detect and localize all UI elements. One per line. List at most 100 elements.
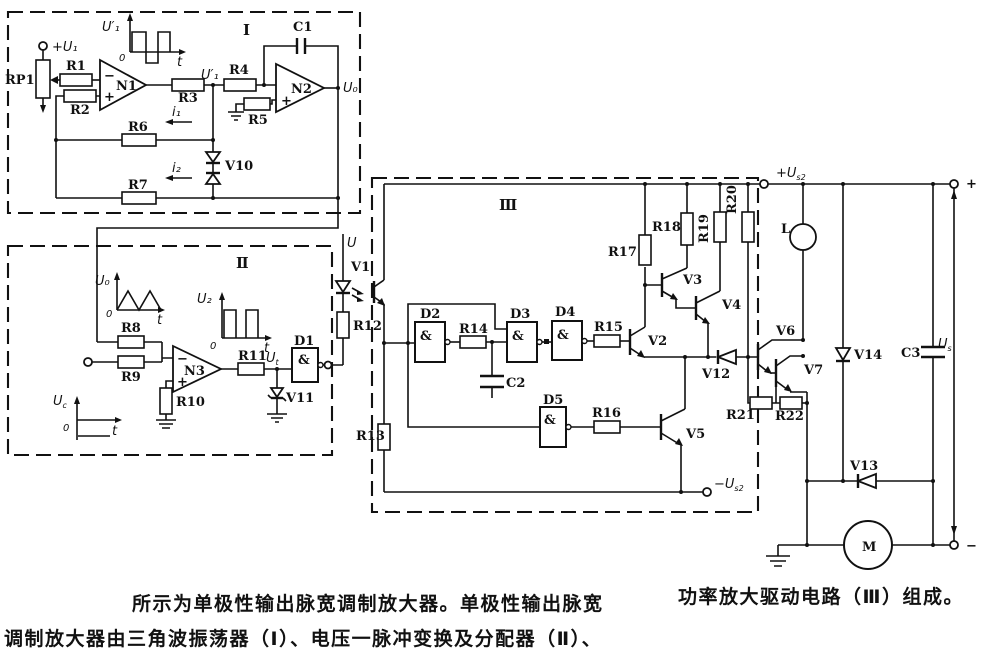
d4-amp: & xyxy=(557,328,569,343)
v6-label: V6 xyxy=(775,324,795,339)
input-terminal-uc xyxy=(83,357,118,367)
resistor-r4: R4 xyxy=(223,63,276,92)
c2-label: C2 xyxy=(506,376,525,391)
waveform-u2-pulses: U₂ 0 t xyxy=(197,292,272,356)
v7-label: V7 xyxy=(803,363,823,378)
resistor-r1: R1 xyxy=(59,59,100,87)
d3-label: D3 xyxy=(510,307,530,322)
r16-label: R16 xyxy=(592,406,621,421)
u2-t: t xyxy=(264,341,270,356)
gate-d4: & D4 xyxy=(551,305,594,361)
diode-v13: V13 xyxy=(805,459,935,490)
caption-line-1: 所示为单极性输出脉宽调制放大器。单极性输出脉宽 xyxy=(132,593,604,615)
plus-terminal-label: + xyxy=(966,177,977,192)
bridge-wire-to-d3 xyxy=(407,303,540,428)
v4-label: V4 xyxy=(721,298,741,313)
caption-right: 功率放大驱动电路（Ⅲ）组成。 xyxy=(678,586,964,608)
r13-label: R13 xyxy=(356,429,385,444)
r22-label: R22 xyxy=(775,409,804,424)
opamp-n1: − + N1 xyxy=(99,58,148,112)
m-label: M xyxy=(862,540,876,555)
uo-label: U₀ xyxy=(343,81,359,96)
u0-zero: 0 xyxy=(106,309,112,320)
u1p-wave-label: U′₁ xyxy=(102,20,120,35)
c1-label: C1 xyxy=(293,20,312,35)
gate-d3: & D3 xyxy=(506,307,552,363)
resistor-r7: R7 xyxy=(56,178,338,205)
inductor-l: L xyxy=(781,182,817,340)
r4-label: R4 xyxy=(229,63,249,78)
d4-label: D4 xyxy=(555,305,575,320)
waveform-u1p: U′₁ 0 t xyxy=(102,13,186,70)
caption-line-2: 调制放大器由三角波振荡器（Ⅰ）、电压一脉冲变换及分配器（Ⅱ）、 xyxy=(4,628,603,650)
uc-zero: 0 xyxy=(63,423,69,434)
u1p-node-label: U′₁ xyxy=(201,68,219,83)
n3-label: N3 xyxy=(184,364,205,379)
r7-label: R7 xyxy=(128,178,148,193)
n1-plus-sign: + xyxy=(104,90,115,105)
c3-label: C3 xyxy=(901,346,920,361)
circuit-schematic: Ⅰ Ⅱ Ⅲ +U₁ RP1 R1 − + N1 R2 xyxy=(5,10,977,570)
l-label: L xyxy=(781,222,790,237)
resistor-r18: R18 xyxy=(652,182,694,246)
n1-label: N1 xyxy=(116,79,137,94)
u2-label: U₂ xyxy=(197,292,212,307)
transistor-v4: V4 xyxy=(694,242,741,357)
block-2-label: Ⅱ xyxy=(236,254,249,272)
v2-label: V2 xyxy=(647,334,667,349)
u1p-zero: 0 xyxy=(119,53,125,64)
r15-label: R15 xyxy=(594,320,623,335)
d1-amp: & xyxy=(298,353,310,368)
i1-label: i₁ xyxy=(172,105,181,120)
capacitor-c2: C2 xyxy=(480,342,525,398)
d2-label: D2 xyxy=(420,307,440,322)
resistor-r10: R10 xyxy=(156,380,205,429)
transistor-v3: V3 xyxy=(643,245,702,309)
waveform-u0-triangle: U₀ 0 t xyxy=(95,272,165,328)
v14-label: V14 xyxy=(853,348,882,363)
current-i2-arrow: i₂ xyxy=(165,161,192,181)
d2-amp: & xyxy=(420,329,432,344)
v12-label: V12 xyxy=(701,367,730,382)
current-i1-arrow: i₁ xyxy=(165,105,192,125)
n3-minus-sign: − xyxy=(177,352,188,367)
n2-plus-sign: + xyxy=(281,94,292,109)
resistor-r5: R5 xyxy=(228,97,276,128)
v1-label: V1 xyxy=(350,260,370,275)
d5-amp: & xyxy=(544,413,556,428)
uc-label: Uc xyxy=(53,394,68,410)
optocoupler-v1: U V1 xyxy=(334,184,385,424)
rp1-label: RP1 xyxy=(5,73,35,88)
resistor-r14: R14 xyxy=(459,322,507,349)
u0-wave-label: U₀ xyxy=(95,274,111,289)
v10-label: V10 xyxy=(224,159,253,174)
r12-label: R12 xyxy=(353,319,382,334)
r1-label: R1 xyxy=(66,59,86,74)
resistor-r21: R21 xyxy=(726,357,780,423)
n2-label: N2 xyxy=(291,82,312,97)
capacitor-c3: C3 xyxy=(901,182,945,545)
block-1-label: Ⅰ xyxy=(243,21,250,39)
r18-label: R18 xyxy=(652,220,681,235)
resistor-r13: R13 xyxy=(356,423,391,492)
u2-zero: 0 xyxy=(210,341,216,352)
v5-label: V5 xyxy=(685,427,705,442)
d1-label: D1 xyxy=(294,334,314,349)
uc-t: t xyxy=(112,424,118,439)
r17-label: R17 xyxy=(608,245,637,260)
minus-terminal-label: − xyxy=(966,539,977,554)
gate-d5: & D5 xyxy=(539,393,594,448)
motor-m: M − xyxy=(766,520,977,570)
r8-label: R8 xyxy=(121,321,141,336)
resistor-r11: R11 Ut xyxy=(221,349,292,376)
n1-minus-sign: − xyxy=(104,69,115,84)
transistor-v5: V5 xyxy=(659,357,705,494)
resistor-r22: R22 xyxy=(775,396,809,424)
zener-v10: V10 xyxy=(204,85,253,198)
r21-label: R21 xyxy=(726,408,755,423)
resistor-r17: R17 xyxy=(608,182,652,266)
resistor-r8: R8 xyxy=(97,321,162,349)
r6-label: R6 xyxy=(128,120,148,135)
r11-label: R11 xyxy=(238,349,267,364)
